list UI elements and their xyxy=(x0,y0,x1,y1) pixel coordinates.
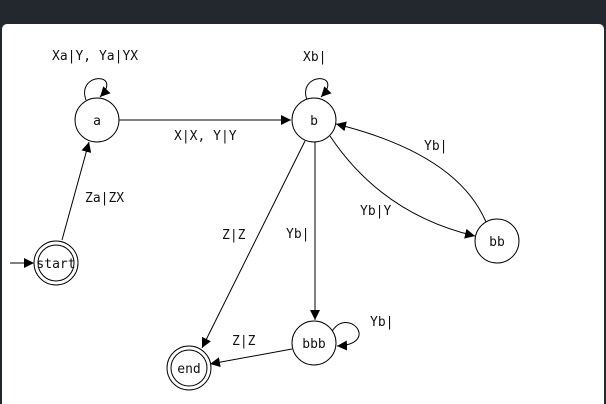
state-end-label: end xyxy=(177,362,200,377)
label-bbb-loop: Yb| xyxy=(370,315,393,330)
state-start-label: start xyxy=(36,257,75,272)
label-a-to-b: X|X, Y|Y xyxy=(174,129,237,144)
label-b-to-bbb: Yb| xyxy=(286,227,309,242)
state-a[interactable]: a xyxy=(74,97,120,143)
state-a-label: a xyxy=(93,114,101,129)
edge-a-loop xyxy=(84,78,111,101)
state-bbb-label: bbb xyxy=(302,337,326,352)
edge-bbb-to-end xyxy=(209,348,293,368)
state-bbb[interactable]: bbb xyxy=(291,320,337,366)
edge-bbb-loop xyxy=(330,322,360,351)
state-end[interactable]: end xyxy=(166,345,212,391)
label-b-to-end: Z|Z xyxy=(222,228,246,243)
state-b[interactable]: b xyxy=(291,97,337,143)
label-a-loop: Xa|Y, Ya|YX xyxy=(52,49,138,64)
window-top-bar xyxy=(0,0,606,20)
edge-start-to-a xyxy=(61,141,92,241)
state-bb-label: bb xyxy=(489,235,505,250)
label-b-loop: Xb| xyxy=(303,50,326,65)
edge-b-to-bb xyxy=(329,135,476,239)
state-diagram: a b bb bbb start end Xa|Y, Ya|YX Xb| Yb|… xyxy=(10,49,520,391)
label-bb-to-b: Yb| xyxy=(424,139,447,154)
state-b-label: b xyxy=(310,114,318,129)
diagram-canvas: a b bb bbb start end Xa|Y, Ya|YX Xb| Yb|… xyxy=(2,24,604,404)
edge-b-loop xyxy=(305,78,332,101)
state-start[interactable]: start xyxy=(33,240,79,286)
label-start-to-a: Za|ZX xyxy=(85,191,124,206)
edge-bb-to-b xyxy=(335,121,487,223)
label-bbb-to-end: Z|Z xyxy=(232,334,256,349)
label-b-to-bb: Yb|Y xyxy=(360,204,391,219)
state-bb[interactable]: bb xyxy=(474,218,520,264)
edge-b-to-end xyxy=(201,140,306,349)
